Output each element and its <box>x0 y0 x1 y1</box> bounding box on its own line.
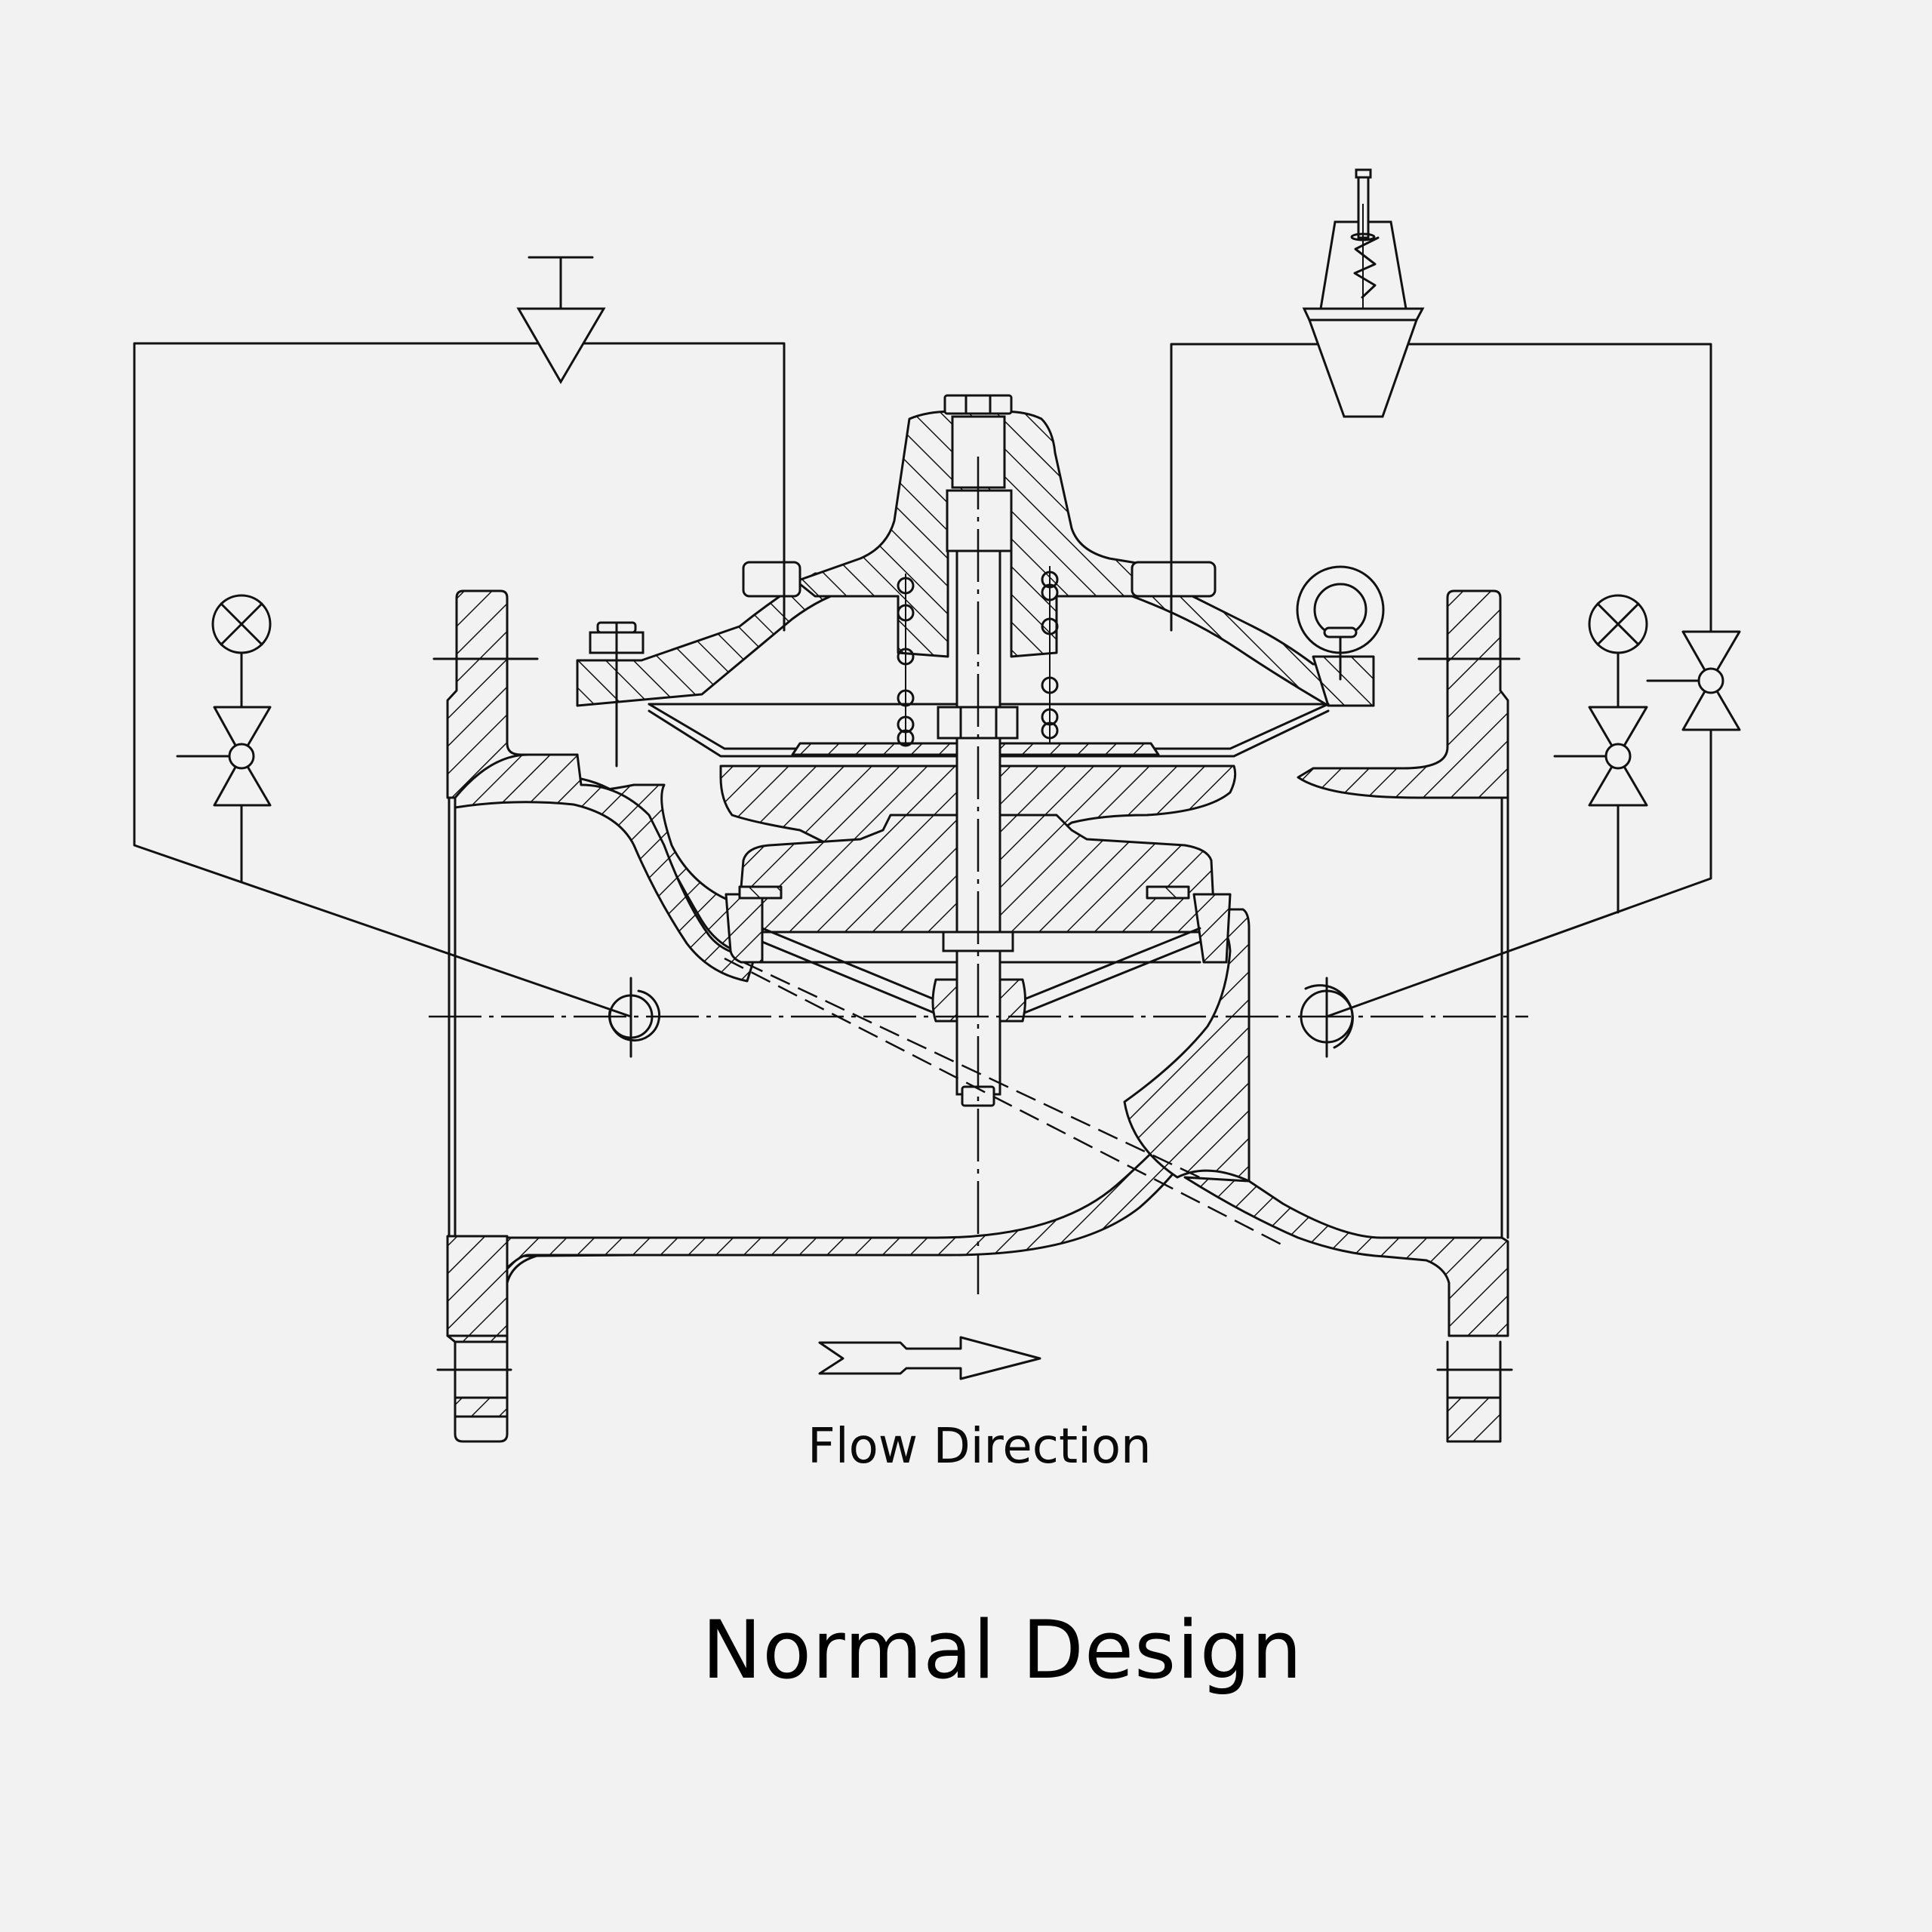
main-valve-body <box>436 589 1513 1443</box>
spring-pilot-right-icon <box>1302 168 1425 418</box>
bonnet-bolt-icon <box>943 394 1013 415</box>
float-pilot-left-icon <box>516 256 606 384</box>
flow-direction-label: Flow Direction <box>808 1419 1152 1475</box>
pilot-circuit-right <box>1170 168 1741 1018</box>
eyebolt-icon <box>1296 565 1385 681</box>
diagram-title: Normal Design <box>702 1604 1303 1697</box>
flow-direction-arrow-icon <box>818 1336 1041 1380</box>
pressure-gauge-right-icon <box>1588 594 1648 709</box>
diaphragm-assembly <box>648 549 1330 1247</box>
pilot-circuit-left <box>133 256 786 1018</box>
pressure-gauge-left-icon <box>211 594 272 709</box>
ball-valve-right-1-icon <box>1553 706 1648 807</box>
inlet-port-icon <box>608 977 661 1058</box>
ball-valve-left-icon <box>176 706 272 807</box>
spring-icon <box>897 566 1059 747</box>
center-lines <box>429 457 1528 1294</box>
outlet-port-icon <box>1300 977 1354 1058</box>
ball-valve-right-2-icon <box>1646 630 1741 731</box>
cover-bolt-icon <box>589 621 645 768</box>
